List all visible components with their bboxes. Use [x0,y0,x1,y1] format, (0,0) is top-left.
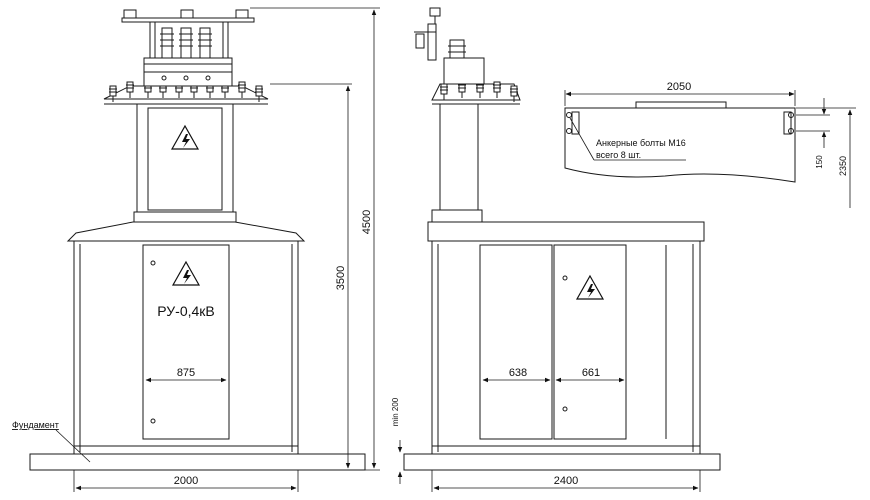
anchor-label-line1: Анкерные болты М16 [596,138,686,148]
plan-outline [564,107,796,183]
side-roof [427,221,705,242]
side-door-right [553,244,627,440]
side-column [439,103,479,211]
panel-label: РУ-0,4кВ [157,303,215,319]
side-plinth [403,453,721,471]
dim-side-width: 2400 [554,475,578,487]
dim-side-left-door: 638 [509,367,527,379]
plan-view: 2050 Анкерные болты М16 всего 8 шт. 150 … [564,81,856,208]
front-view: РУ-0,4кВ 875 [12,7,380,492]
dim-height-total: 4500 [361,210,373,234]
front-plinth [29,453,366,471]
dim-side-right-door: 661 [582,367,600,379]
anchor-label-line2: всего 8 шт. [596,150,641,160]
dim-plan-length: 2050 [667,81,691,93]
front-roof [66,221,306,242]
dim-plan-depth: 2350 [838,156,848,176]
foundation-label: Фундамент [12,420,59,430]
dim-front-width: 2000 [174,475,198,487]
dim-height-3500: 3500 [335,266,347,290]
side-door-left [479,244,553,440]
dim-plan-bolt-spacing: 150 [815,155,824,169]
side-view: 638 661 min 200 2400 [391,7,721,492]
dim-plinth-height: min 200 [391,397,400,426]
dim-front-door: 875 [177,367,195,379]
